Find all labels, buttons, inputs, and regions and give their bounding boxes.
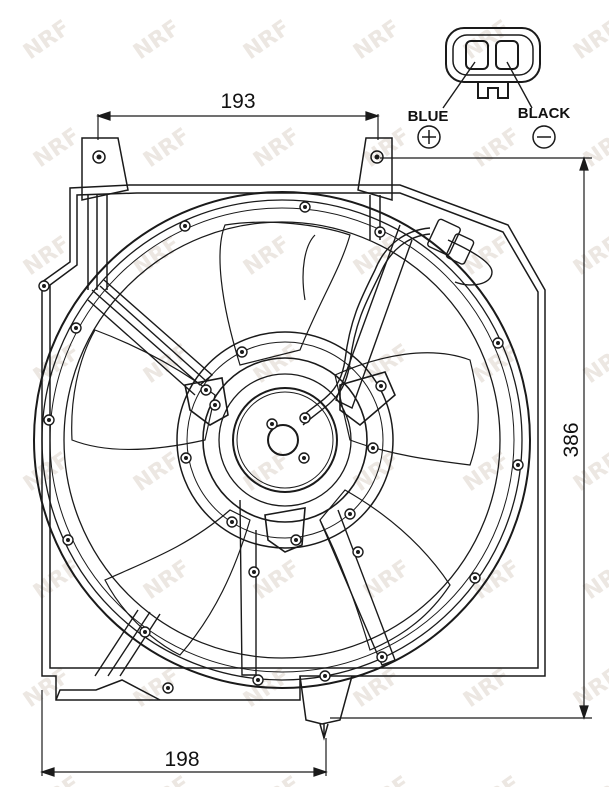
- mounting-hole-left: [92, 150, 106, 164]
- watermark-tile: NRF: [459, 448, 515, 497]
- watermark-tile: NRF: [469, 124, 525, 173]
- frame-struts: [87, 224, 413, 677]
- bolt: [374, 226, 386, 238]
- watermark-tile: NRF: [569, 232, 609, 281]
- mounting-hole-left-center: [96, 154, 102, 160]
- watermark-tile: NRF: [29, 772, 85, 787]
- watermark-tile: NRF: [129, 16, 185, 65]
- watermark-tile: NRF: [19, 664, 75, 713]
- fan-blades: [71, 221, 479, 656]
- watermark-tile: NRF: [349, 232, 405, 281]
- bolt: [248, 566, 260, 578]
- watermark-tile: NRF: [569, 664, 609, 713]
- bolt: [43, 414, 55, 426]
- watermark-tile: NRF: [469, 772, 525, 787]
- bolt: [352, 546, 364, 558]
- watermark-tile: NRF: [249, 124, 305, 173]
- fan-shroud-rings: [33, 191, 531, 689]
- bolt: [299, 201, 311, 213]
- bolt: [236, 346, 248, 358]
- watermark-tile: NRF: [359, 772, 415, 787]
- negative-terminal-icon: [532, 125, 556, 149]
- bolt: [344, 508, 356, 520]
- bolt: [367, 442, 379, 454]
- wiring-loom: [299, 218, 493, 426]
- bolt: [512, 459, 524, 471]
- watermark-tile: NRF: [349, 664, 405, 713]
- watermark-tile: NRF: [139, 556, 195, 605]
- dimension-top-value: 193: [220, 90, 255, 113]
- bolt: [200, 384, 212, 396]
- watermark-tile: NRF: [249, 340, 305, 389]
- bolt: [252, 674, 264, 686]
- bolt-set: [38, 201, 524, 694]
- watermark-tile: NRF: [19, 16, 75, 65]
- bolt: [209, 399, 221, 411]
- bolt: [180, 452, 192, 464]
- watermark-tile: NRF: [249, 772, 305, 787]
- bolt: [62, 534, 74, 546]
- bolt: [70, 322, 82, 334]
- dimension-bottom-width: [40, 690, 328, 777]
- watermark-tile: NRF: [579, 772, 609, 787]
- bolt: [319, 670, 331, 682]
- bolt: [375, 380, 387, 392]
- fan-motor: [176, 331, 394, 549]
- bolt: [299, 412, 311, 424]
- bolt: [139, 626, 151, 638]
- positive-wire-label: BLUE: [408, 108, 449, 125]
- watermark-tile: NRF: [129, 448, 185, 497]
- dimension-top-width: [96, 111, 380, 140]
- positive-terminal-icon: [417, 125, 441, 149]
- negative-wire-label: BLACK: [518, 105, 571, 122]
- watermark-tile: NRF: [359, 124, 415, 173]
- bolt: [266, 418, 278, 430]
- bolt: [492, 337, 504, 349]
- dimension-height-value: 386: [560, 422, 583, 457]
- watermark-tile: NRF: [239, 232, 295, 281]
- watermark-tile: NRF: [239, 16, 295, 65]
- bolt: [179, 220, 191, 232]
- bolt: [38, 280, 50, 292]
- watermark-tile: NRF: [139, 772, 195, 787]
- watermark-tile: NRF: [459, 664, 515, 713]
- bolt: [226, 516, 238, 528]
- watermark-tile: NRF: [359, 556, 415, 605]
- watermark-tile: NRF: [349, 448, 405, 497]
- watermark-tile: NRF: [249, 556, 305, 605]
- mounting-hole-right-center: [374, 154, 380, 160]
- dimension-bottom-value: 198: [164, 748, 199, 771]
- bolt: [290, 534, 302, 546]
- watermark-tile: NRF: [139, 124, 195, 173]
- watermark-tile: NRF: [29, 124, 85, 173]
- motor-brackets: [184, 371, 396, 553]
- bolt: [376, 651, 388, 663]
- bolt: [298, 452, 310, 464]
- bolt: [162, 682, 174, 694]
- bolt: [469, 572, 481, 584]
- watermark-tile: NRF: [349, 16, 405, 65]
- mounting-hole-right: [370, 150, 384, 164]
- connector-pinout: [442, 27, 541, 109]
- watermark-tile: NRF: [569, 16, 609, 65]
- dimension-height: [330, 156, 592, 720]
